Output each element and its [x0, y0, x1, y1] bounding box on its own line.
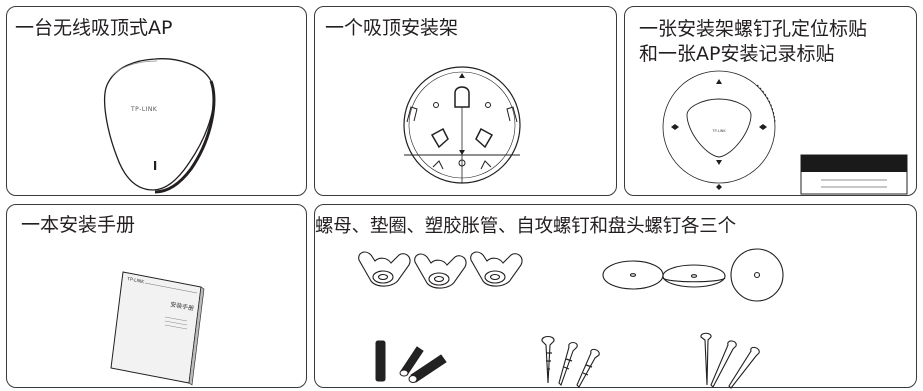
washer-icon [602, 248, 784, 302]
panel-manual: 一本安装手册 TP-LINK 安装手册 [6, 204, 307, 388]
panel-hardware-title: 螺母、垫圈、塑胶胀管、自攻螺钉和盘头螺钉各三个 [315, 216, 736, 237]
panel-manual-title: 一本安装手册 [21, 214, 136, 236]
panel-ap-title: 一台无线吸顶式AP [15, 17, 173, 39]
panel-bracket-title: 一个吸顶安装架 [325, 17, 459, 39]
panel-hardware: 螺母、垫圈、塑胶胀管、自攻螺钉和盘头螺钉各三个 [314, 204, 917, 389]
ap-led [154, 161, 157, 170]
ap-logo: TP-LINK [131, 106, 158, 113]
manual-book-icon: TP-LINK 安装手册 [110, 271, 205, 386]
wireless-ceiling-ap-icon [104, 58, 216, 194]
panel-labels: 一张安装架螺钉孔定位标贴和一张AP安装记录标贴 TP-LINK [624, 6, 917, 196]
panel-ap: 一台无线吸顶式AP TP-LINK [6, 6, 307, 196]
manual-logo: TP-LINK [126, 276, 146, 286]
ceiling-bracket-icon [403, 66, 521, 184]
pan-head-screw-icon [700, 332, 760, 389]
panel-labels-title: 一张安装架螺钉孔定位标贴和一张AP安装记录标贴 [639, 18, 868, 65]
wall-anchor-icon [375, 340, 447, 383]
positioning-sticker-icon: TP-LINK [662, 70, 776, 190]
wing-nut-icon [358, 251, 523, 289]
sticker-logo: TP-LINK [711, 129, 726, 133]
self-tapping-screw-icon [541, 335, 600, 388]
panel-bracket: 一个吸顶安装架 [314, 6, 617, 196]
record-sticker-icon [800, 154, 908, 195]
